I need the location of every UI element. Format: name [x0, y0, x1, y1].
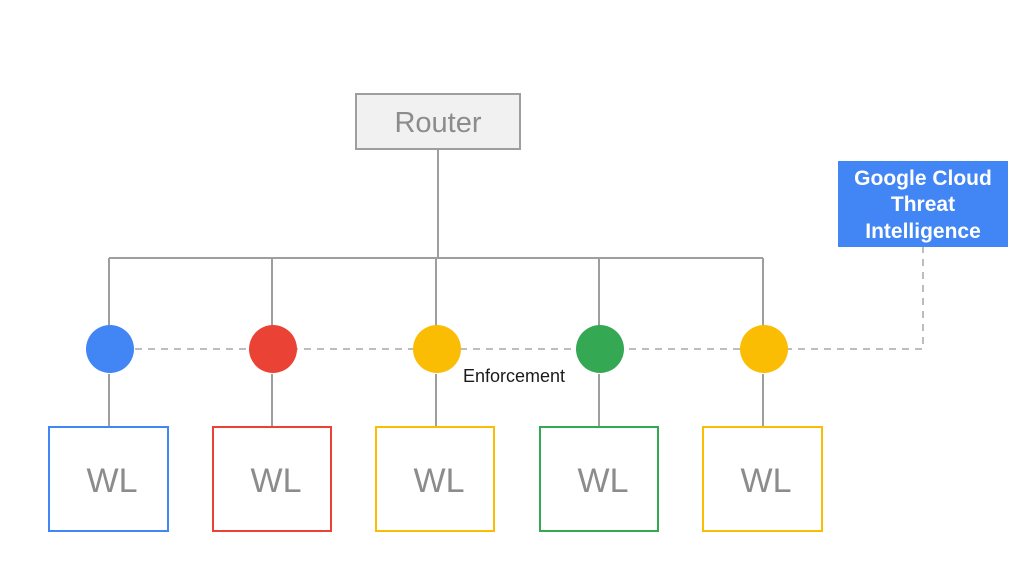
workload-box-5: [702, 426, 823, 532]
enforcement-node-4: [576, 325, 624, 373]
workload-1: WL: [48, 426, 169, 532]
connectors: [108, 150, 764, 427]
workload-box-2: [212, 426, 332, 532]
workload-5: WL: [702, 426, 823, 532]
threat-intelligence-node: Google Cloud Threat Intelligence: [838, 161, 1008, 247]
enforcement-node-5: [740, 325, 788, 373]
workloads: WL WL WL WL WL: [48, 426, 823, 532]
workload-2: WL: [212, 426, 332, 532]
enforcement-node-1: [86, 325, 134, 373]
workload-3: WL: [375, 426, 495, 532]
workload-box-1: [48, 426, 169, 532]
workload-4: WL: [539, 426, 659, 532]
workload-label-3: WL: [414, 462, 465, 500]
router-label: Router: [394, 107, 481, 139]
router-node: Router: [355, 93, 521, 150]
enforcement-node-2: [249, 325, 297, 373]
enforcement-label: Enforcement: [463, 366, 565, 386]
enforcement-dashed-line: [109, 247, 924, 350]
threat-intelligence-box: [838, 161, 1008, 247]
router-box: [355, 93, 521, 150]
workload-box-3: [375, 426, 495, 532]
workload-label-5: WL: [741, 462, 792, 500]
enforcement-node-3: [413, 325, 461, 373]
threat-intelligence-line-3: Intelligence: [865, 220, 981, 243]
threat-intelligence-line-1: Google Cloud: [854, 167, 992, 190]
enforcement-nodes: [86, 325, 788, 373]
workload-label-2: WL: [251, 462, 302, 500]
workload-box-4: [539, 426, 659, 532]
threat-intelligence-line-2: Threat: [891, 193, 955, 216]
workload-label-4: WL: [578, 462, 629, 500]
workload-label-1: WL: [87, 462, 138, 500]
